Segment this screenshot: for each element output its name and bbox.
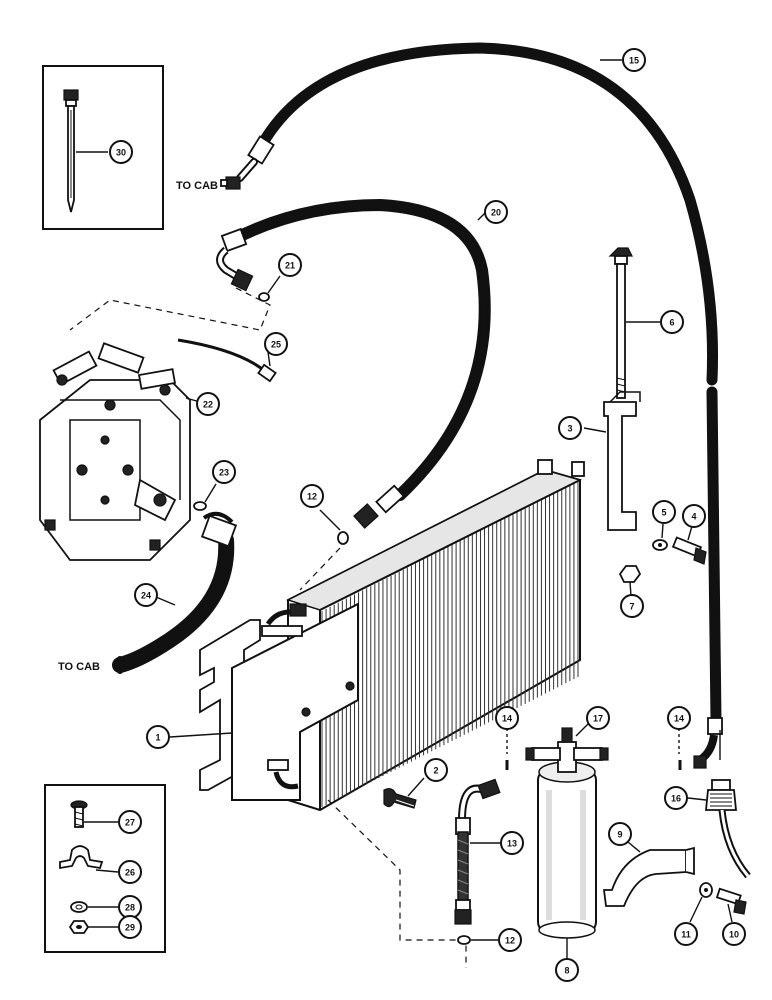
svg-text:4: 4 xyxy=(691,512,696,522)
callout-7: 7 xyxy=(620,594,644,618)
nut-7 xyxy=(618,565,642,583)
callout-8: 8 xyxy=(555,958,579,982)
callout-16: 16 xyxy=(664,786,688,810)
bolt-4 xyxy=(671,536,707,565)
callout-24: 24 xyxy=(134,583,158,607)
callout-26: 26 xyxy=(118,860,142,884)
callout-4: 4 xyxy=(682,504,706,528)
svg-text:11: 11 xyxy=(681,930,691,940)
to-cab-label-upper: TO CAB xyxy=(176,180,218,192)
screw-icon xyxy=(70,800,88,828)
callout-2: 2 xyxy=(424,758,448,782)
callout-13: 13 xyxy=(500,831,524,855)
callout-9: 9 xyxy=(608,822,632,846)
svg-text:17: 17 xyxy=(593,714,603,724)
callout-22: 22 xyxy=(196,392,220,416)
lock-washer-icon xyxy=(70,901,88,913)
nut-icon xyxy=(68,920,90,934)
callout-10: 10 xyxy=(722,922,746,946)
callout-group: 30 15 20 21 6 25 22 3 23 12 5 4 7 24 1 1… xyxy=(109,48,746,982)
fitting-17 xyxy=(525,727,609,773)
svg-text:29: 29 xyxy=(125,923,135,933)
svg-text:27: 27 xyxy=(125,818,135,828)
strap-9 xyxy=(602,846,695,907)
callout-28: 28 xyxy=(118,895,142,919)
o-ring-12-upper xyxy=(337,531,349,545)
svg-text:3: 3 xyxy=(567,424,572,434)
svg-text:9: 9 xyxy=(617,830,622,840)
condenser-mount-bracket xyxy=(199,602,359,801)
svg-text:21: 21 xyxy=(285,261,295,271)
svg-text:16: 16 xyxy=(671,794,681,804)
inset-box-clamp-hardware xyxy=(44,784,166,953)
hose-20 xyxy=(216,198,491,529)
cable-tie-icon xyxy=(63,89,79,213)
callout-20: 20 xyxy=(484,200,508,224)
callout-14-right: 14 xyxy=(667,706,691,730)
o-ring-12-lower xyxy=(457,935,471,945)
svg-text:1: 1 xyxy=(155,733,160,743)
inset-box-fastener xyxy=(42,65,164,230)
callout-6: 6 xyxy=(660,310,684,334)
hose-24 xyxy=(112,511,238,674)
svg-text:14: 14 xyxy=(674,714,684,724)
fitting-16 xyxy=(705,779,751,879)
callout-15: 15 xyxy=(622,48,646,72)
svg-text:5: 5 xyxy=(661,508,666,518)
callout-29: 29 xyxy=(118,915,142,939)
callout-25: 25 xyxy=(264,332,288,356)
svg-text:22: 22 xyxy=(203,400,213,410)
callout-21: 21 xyxy=(278,253,302,277)
svg-text:12: 12 xyxy=(505,936,515,946)
svg-text:24: 24 xyxy=(141,591,151,601)
svg-text:15: 15 xyxy=(629,56,639,66)
svg-text:14: 14 xyxy=(502,714,512,724)
callout-27: 27 xyxy=(118,810,142,834)
receiver-drier-8 xyxy=(537,761,597,939)
svg-text:7: 7 xyxy=(629,602,634,612)
bolt-6 xyxy=(608,247,633,399)
clamp-icon xyxy=(59,845,104,870)
callout-12-upper: 12 xyxy=(300,484,324,508)
svg-text:25: 25 xyxy=(271,340,281,350)
svg-text:12: 12 xyxy=(307,492,317,502)
condenser-1 xyxy=(286,459,585,812)
condenser-fins xyxy=(321,481,579,807)
svg-text:13: 13 xyxy=(507,839,517,849)
hose-15 xyxy=(220,42,723,769)
svg-text:10: 10 xyxy=(729,930,739,940)
svg-text:20: 20 xyxy=(491,208,501,218)
callout-1: 1 xyxy=(146,725,170,749)
bracket-3 xyxy=(603,391,641,531)
callout-23: 23 xyxy=(212,460,236,484)
svg-text:30: 30 xyxy=(116,148,126,158)
thumb-screw-2 xyxy=(383,788,417,809)
callout-5: 5 xyxy=(652,500,676,524)
o-ring-21 xyxy=(258,292,270,302)
svg-text:6: 6 xyxy=(669,318,674,328)
tube-25 xyxy=(177,338,267,374)
callout-14-left: 14 xyxy=(495,706,519,730)
bolt-10 xyxy=(715,887,747,915)
o-ring-23 xyxy=(193,501,207,511)
hose-13 xyxy=(454,778,501,925)
callout-3: 3 xyxy=(558,416,582,440)
callout-11: 11 xyxy=(674,922,698,946)
svg-text:26: 26 xyxy=(125,868,135,878)
callout-12-lower: 12 xyxy=(498,928,522,952)
svg-text:8: 8 xyxy=(564,966,569,976)
to-cab-label-lower: TO CAB xyxy=(58,661,100,673)
svg-text:2: 2 xyxy=(433,766,438,776)
svg-text:23: 23 xyxy=(219,468,229,478)
callout-17: 17 xyxy=(586,706,610,730)
svg-text:28: 28 xyxy=(125,903,135,913)
callout-30: 30 xyxy=(109,140,133,164)
compressor-22 xyxy=(39,342,191,561)
